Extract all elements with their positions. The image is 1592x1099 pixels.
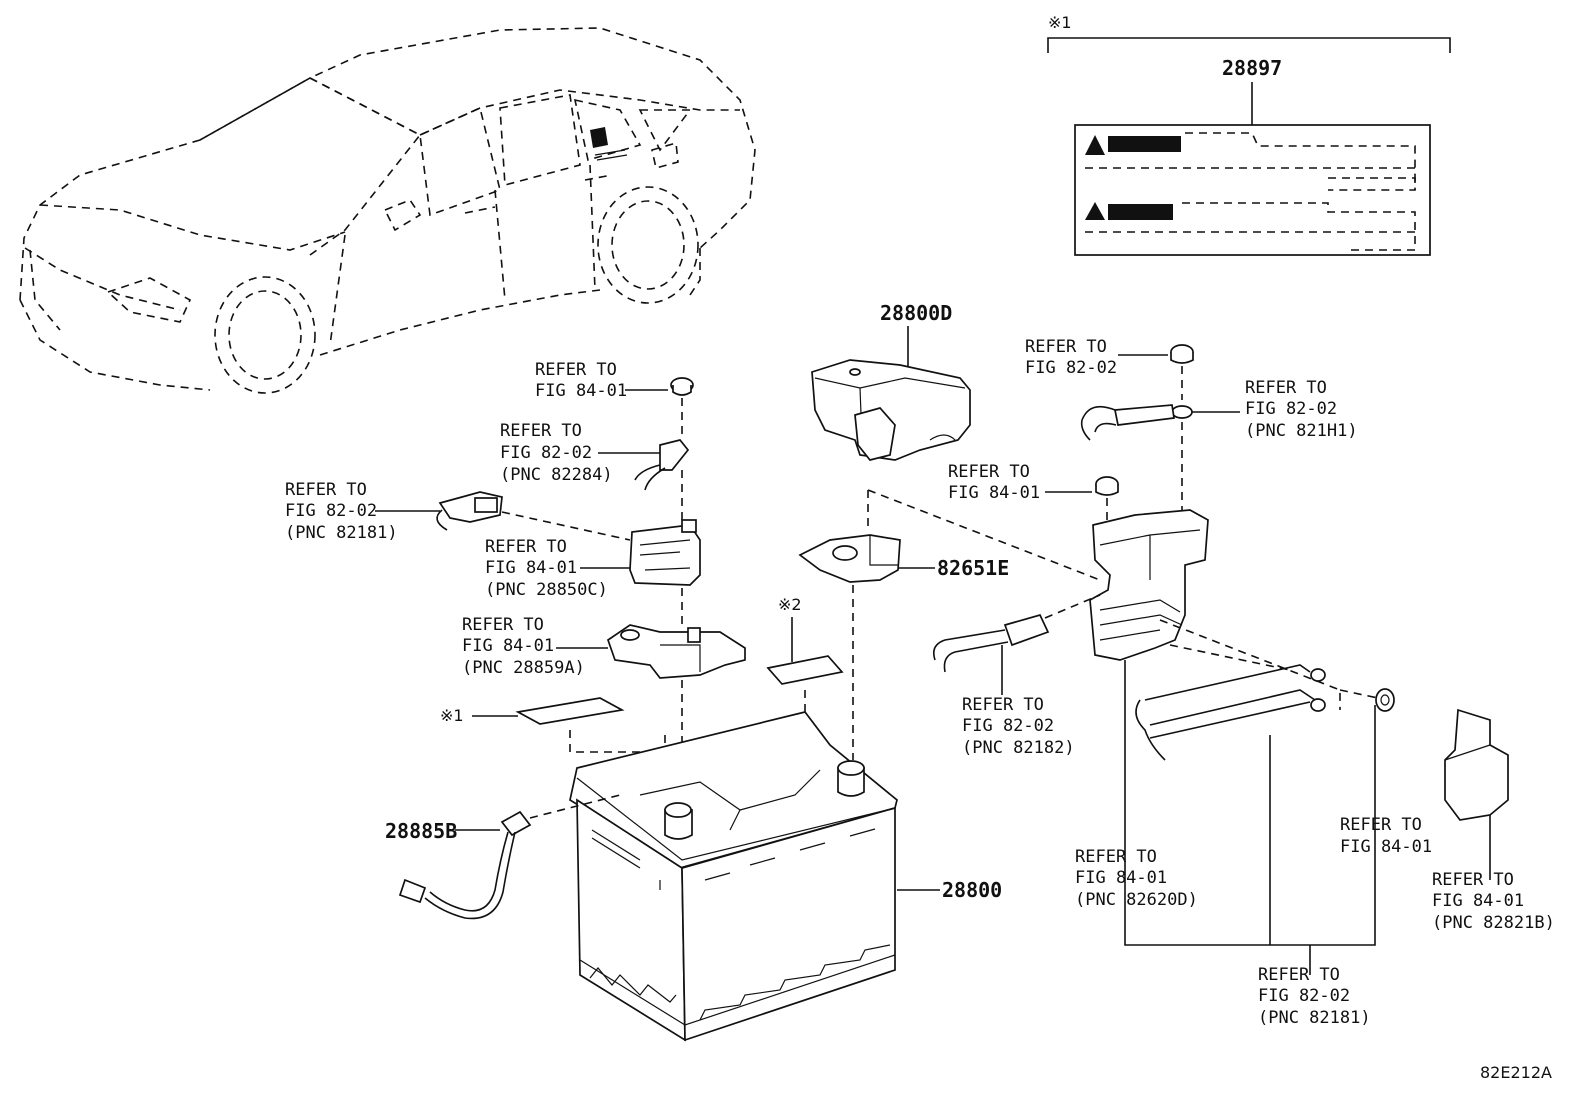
fig-text: FIG 84-01 (485, 558, 577, 578)
refer-82-02-pnc82182-label[interactable]: REFER TO FIG 82-02 (PNC 82182) (962, 645, 1075, 758)
refer-84-01-pnc82821b-label[interactable]: REFER TO FIG 84-01 (PNC 82821B) (1432, 870, 1555, 933)
fig-text: FIG 82-02 (1245, 399, 1337, 419)
ground-cable-821h1[interactable] (1080, 404, 1193, 441)
label-sheet-note-1[interactable] (515, 697, 625, 725)
caution-label-28897[interactable] (1074, 124, 1431, 256)
fig-text: FIG 82-02 (1025, 358, 1117, 378)
note-1-marker: ※1 (1048, 13, 1072, 32)
refer-84-01-bolt-label[interactable]: REFER TO FIG 84-01 (535, 360, 668, 401)
refer-text: REFER TO (1075, 847, 1157, 867)
label-sheet-note-2[interactable] (766, 655, 844, 685)
terminal-bracket-28859a[interactable] (606, 624, 746, 679)
bracket-82651e[interactable] (798, 534, 901, 583)
negative-terminal-block[interactable] (1089, 509, 1209, 661)
refer-text: REFER TO (500, 421, 582, 441)
cable-nut[interactable] (1375, 688, 1395, 712)
part-number-82651e: 82651E (937, 556, 1009, 580)
battery-cables[interactable] (1135, 664, 1326, 761)
refer-82-02-pnc82181-left-label[interactable]: REFER TO FIG 82-02 (PNC 82181) (285, 480, 440, 543)
fig-text: FIG 82-02 (1258, 986, 1350, 1006)
note-1-side-marker: ※1 (440, 706, 464, 725)
fig-text: FIG 84-01 (535, 381, 627, 401)
pnc-text: (PNC 82284) (500, 465, 613, 485)
fig-text: FIG 82-02 (500, 443, 592, 463)
vehicle-outline (19, 27, 756, 394)
pnc-text: (PNC 28850C) (485, 580, 608, 600)
fig-text: FIG 84-01 (948, 483, 1040, 503)
note-1-bracket: ※1 (1047, 13, 1451, 53)
terminal-nut-right[interactable] (1095, 476, 1119, 496)
refer-84-01-pnc82620d-label[interactable]: REFER TO FIG 84-01 (PNC 82620D) (1075, 847, 1198, 910)
refer-text: REFER TO (1258, 965, 1340, 985)
refer-text: REFER TO (1340, 815, 1422, 835)
refer-text: REFER TO (1245, 378, 1327, 398)
fig-text: FIG 84-01 (462, 636, 554, 656)
part-number-28897: 28897 (1222, 56, 1282, 80)
vent-hose-28885b[interactable] (398, 810, 532, 920)
pnc-text: (PNC 82181) (285, 523, 398, 543)
refer-text: REFER TO (948, 462, 1030, 482)
refer-82-02-top-label[interactable]: REFER TO FIG 82-02 (1025, 337, 1168, 378)
fig-text: FIG 84-01 (1075, 868, 1167, 888)
note-2-marker: ※2 (778, 595, 802, 614)
fig-text: FIG 84-01 (1432, 891, 1524, 911)
refer-text: REFER TO (962, 695, 1044, 715)
refer-text: REFER TO (1432, 870, 1514, 890)
part-number-28885b: 28885B (385, 819, 457, 843)
refer-text: REFER TO (462, 615, 544, 635)
refer-84-01-pnc28859a-label[interactable]: REFER TO FIG 84-01 (PNC 28859A) (462, 615, 608, 678)
refer-84-01-pnc28850c-label[interactable]: REFER TO FIG 84-01 (PNC 28850C) (485, 537, 632, 600)
terminal-cover-28800d[interactable] (811, 359, 971, 461)
pnc-text: (PNC 82821B) (1432, 913, 1555, 933)
refer-text: REFER TO (285, 480, 367, 500)
fig-text: FIG 82-02 (962, 716, 1054, 736)
refer-text: REFER TO (485, 537, 567, 557)
connector-82181[interactable] (436, 491, 503, 531)
sensor-cable-82182[interactable] (932, 613, 1050, 673)
fig-text: FIG 84-01 (1340, 837, 1432, 857)
refer-84-01-mid-label[interactable]: REFER TO FIG 84-01 (948, 462, 1092, 503)
refer-82-02-pnc82181-bottom-label[interactable]: REFER TO FIG 82-02 (PNC 82181) (1258, 965, 1371, 1028)
terminal-nut[interactable] (670, 377, 694, 396)
pnc-text: (PNC 28859A) (462, 658, 585, 678)
terminal-clamp-28850c[interactable] (629, 519, 701, 586)
pnc-text: (PNC 82182) (962, 738, 1075, 758)
refer-text: REFER TO (1025, 337, 1107, 357)
wire-terminal-82284[interactable] (634, 439, 690, 491)
illustration-id: 82E212A (1480, 1063, 1552, 1082)
pnc-text: (PNC 82620D) (1075, 890, 1198, 910)
refer-82-02-pnc821h1-label[interactable]: REFER TO FIG 82-02 (PNC 821H1) (1190, 378, 1358, 441)
refer-82-02-pnc82284-label[interactable]: REFER TO FIG 82-02 (PNC 82284) (500, 421, 660, 485)
refer-text: REFER TO (535, 360, 617, 380)
part-number-28800d: 28800D (880, 301, 952, 325)
battery-28800[interactable] (569, 711, 898, 1042)
refer-84-01-right-label[interactable]: REFER TO FIG 84-01 (1340, 815, 1432, 857)
pnc-text: (PNC 82181) (1258, 1008, 1371, 1028)
ground-bolt[interactable] (1170, 344, 1194, 364)
terminal-cover-82821b[interactable] (1444, 708, 1509, 821)
part-number-28800: 28800 (942, 878, 1002, 902)
fig-text: FIG 82-02 (285, 501, 377, 521)
pnc-text: (PNC 821H1) (1245, 421, 1358, 441)
